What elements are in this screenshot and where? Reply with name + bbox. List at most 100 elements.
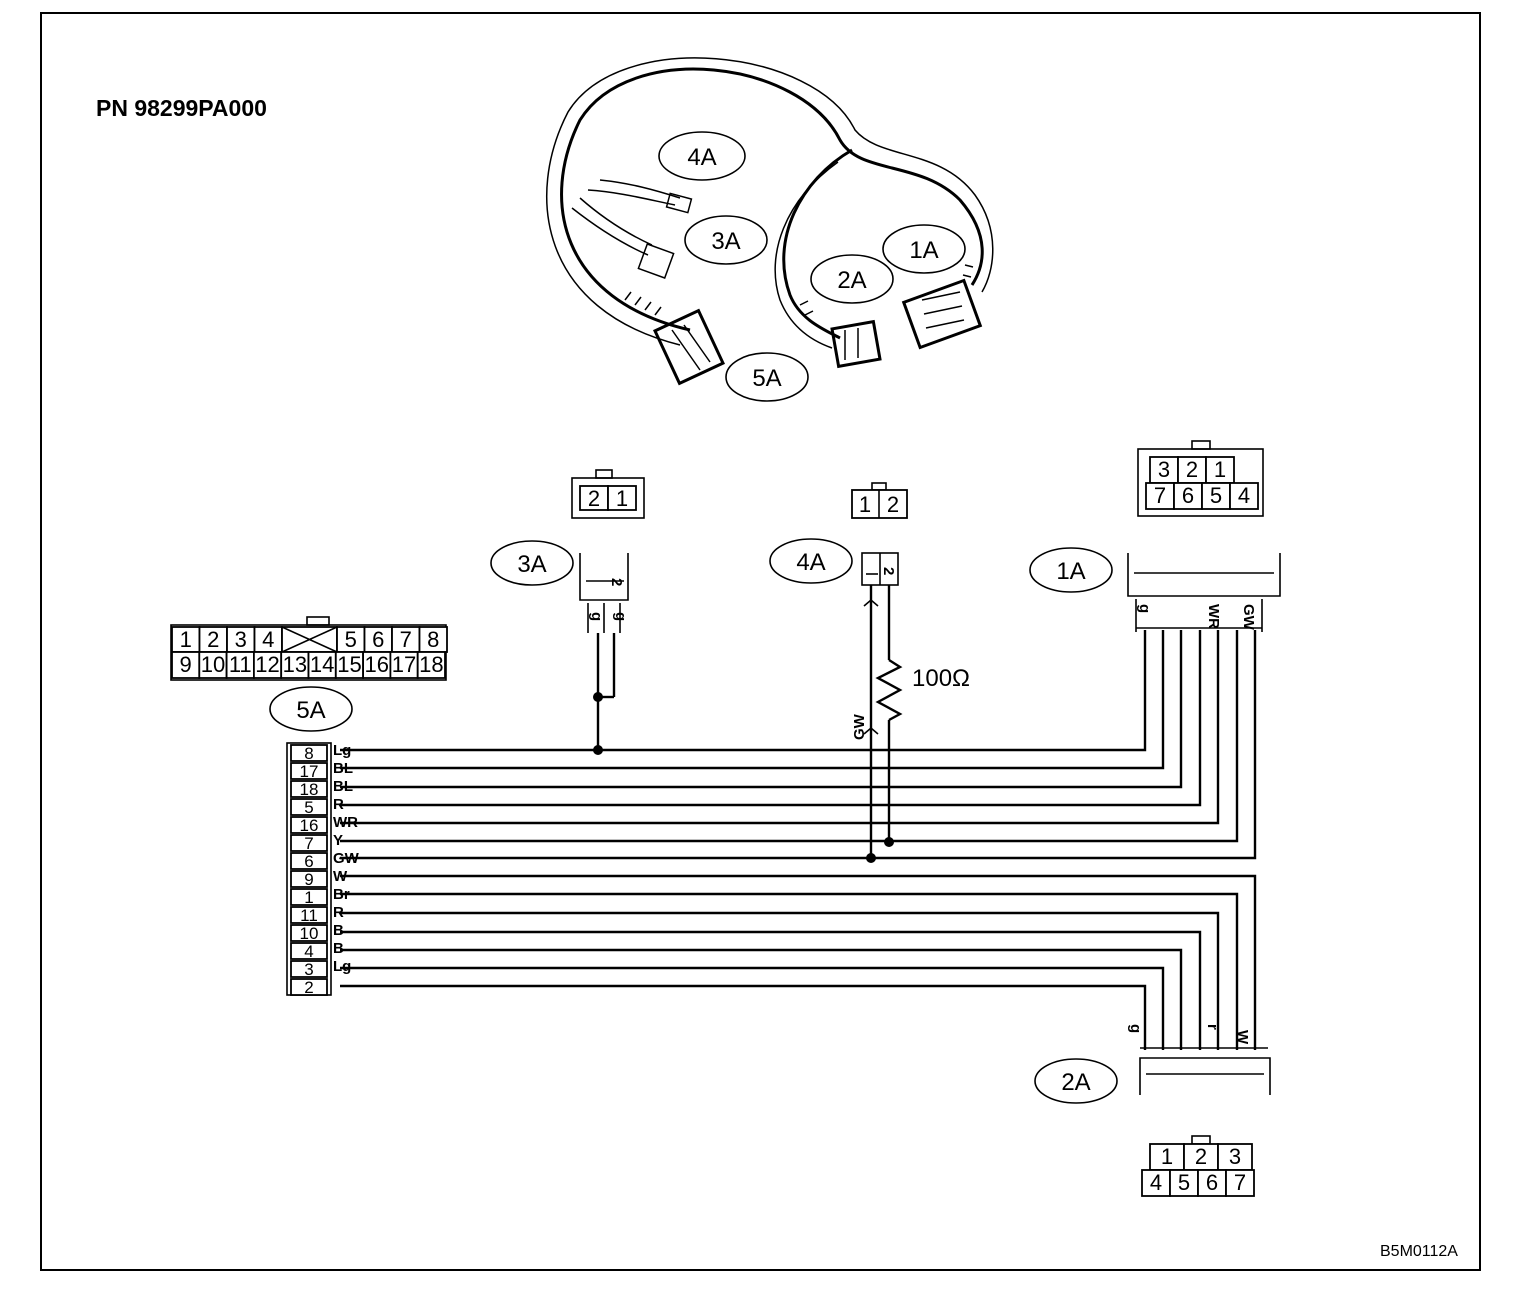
wire-1a-2 (340, 630, 1183, 789)
svg-text:2A: 2A (837, 267, 866, 294)
bubble-3a: 3A (490, 540, 574, 586)
face5a-cell-7 (391, 626, 421, 653)
face5a-cell-9 (171, 651, 201, 679)
svg-text:2A: 2A (1061, 1069, 1090, 1096)
face2a-bot-num-4: 4 (1150, 1170, 1162, 1195)
svg-text:GW: GW (1240, 604, 1257, 631)
face1a-bot-num-7: 7 (1154, 483, 1166, 508)
pin5a-cell-7 (290, 834, 328, 852)
pin5a-num-1: 1 (304, 888, 313, 907)
face2a-top-num-1: 1 (1161, 1144, 1173, 1169)
face1a-bot-num-5: 5 (1210, 483, 1222, 508)
wire-2a-2 (340, 911, 1220, 1050)
bubble-3a-top: 3A (684, 215, 768, 265)
pin5a-num-5: 5 (304, 798, 313, 817)
face5a-num-8: 8 (427, 627, 439, 652)
bubble-4a: 4A (769, 538, 853, 584)
face1a-top-num-1: 1 (1214, 457, 1226, 482)
wire-2a-6 (340, 984, 1147, 1050)
wire-1a-0 (340, 630, 1147, 752)
bubble-4a-top: 4A (658, 131, 746, 181)
harness-illustration (545, 57, 994, 386)
pin5a-cell-10 (290, 924, 328, 942)
pin5a-num-18: 18 (300, 780, 319, 799)
face5a-num-14: 14 (310, 652, 334, 677)
face5a-cell-15 (334, 651, 364, 679)
face5a-num-10: 10 (201, 652, 225, 677)
svg-text:1: 1 (859, 492, 871, 517)
part-number: PN 98299PA000 (96, 95, 267, 121)
svg-text:g: g (588, 612, 605, 621)
svg-text:g: g (1127, 1024, 1144, 1033)
face5a-num-16: 16 (365, 652, 389, 677)
pin5a-num-17: 17 (300, 762, 319, 781)
pin5a-num-9: 9 (304, 870, 313, 889)
pin5a-cell-4 (290, 942, 328, 960)
pin5a-cell-3 (290, 960, 328, 978)
connector-3a-face: 2 1 (571, 469, 645, 519)
pin5a-num-4: 4 (304, 942, 313, 961)
pin5a-cell-6 (290, 852, 328, 870)
face5a-num-2: 2 (207, 627, 219, 652)
face1a-bot-cell-6 (1173, 482, 1203, 510)
svg-text:5A: 5A (296, 697, 325, 724)
face5a-cell-16 (362, 651, 392, 679)
svg-text:GW: GW (851, 713, 868, 740)
wire-1a-5 (340, 630, 1239, 843)
face2a-bot-cell-4 (1141, 1169, 1171, 1197)
svg-text:1: 1 (616, 486, 628, 511)
connector-4a-schematic: 2 GW (851, 552, 903, 863)
face5a-num-12: 12 (255, 652, 279, 677)
face2a-bot-cell-7 (1225, 1169, 1255, 1197)
connector-1a-schematic: g WR GW (1127, 553, 1281, 632)
wire-bundle (340, 630, 1257, 1050)
face5a-num-15: 15 (337, 652, 361, 677)
face5a-cell-18 (416, 651, 446, 679)
svg-text:2: 2 (887, 492, 899, 517)
face2a-bot-num-7: 7 (1234, 1170, 1246, 1195)
face5a-cell-2 (198, 626, 228, 653)
wire-color-5: Y (333, 832, 343, 849)
pin5a-num-3: 3 (304, 960, 313, 979)
face2a-bot-cell-6 (1197, 1169, 1227, 1197)
face2a-bot-num-6: 6 (1206, 1170, 1218, 1195)
bubble-5a: 5A (269, 686, 353, 732)
pin5a-num-7: 7 (304, 834, 313, 853)
svg-text:r: r (1204, 1024, 1221, 1030)
face5a-cell-4 (253, 626, 283, 653)
face1a-bot-cell-4 (1229, 482, 1259, 510)
connector-4a-face: 1 2 (851, 482, 908, 519)
svg-text:1A: 1A (1056, 558, 1085, 585)
wire-color-11: B (333, 940, 344, 957)
face5a-num-4: 4 (262, 627, 274, 652)
svg-text:W: W (1234, 1030, 1251, 1045)
pin5a-num-6: 6 (304, 852, 313, 871)
pin5a-cell-2 (290, 978, 328, 996)
svg-text:3A: 3A (517, 551, 546, 578)
pin5a-cell-8 (290, 744, 328, 762)
wire-2a-4 (340, 948, 1183, 1050)
bubble-5a-top: 5A (725, 352, 809, 402)
face5a-num-11: 11 (229, 652, 252, 677)
svg-text:4A: 4A (687, 144, 716, 171)
bubble-2a-top: 2A (810, 254, 894, 304)
bubble-1a: 1A (1029, 547, 1113, 593)
pin5a-num-16: 16 (300, 816, 319, 835)
face5a-num-18: 18 (419, 652, 443, 677)
bubble-1a-top: 1A (882, 224, 966, 274)
resistor-value: 100Ω (912, 665, 970, 692)
svg-text:4A: 4A (796, 549, 825, 576)
face5a-num-17: 17 (392, 652, 416, 677)
figure-code: B5M0112A (1380, 1243, 1458, 1260)
wire-2a-3 (340, 930, 1202, 1050)
svg-text:2: 2 (880, 567, 897, 575)
pin5a-num-2: 2 (304, 978, 313, 997)
face5a-cell-8 (418, 626, 448, 653)
svg-text:g: g (612, 612, 629, 621)
face1a-top-num-3: 3 (1158, 457, 1170, 482)
wire-2a-1 (340, 892, 1239, 1050)
pin5a-cell-17 (290, 762, 328, 780)
